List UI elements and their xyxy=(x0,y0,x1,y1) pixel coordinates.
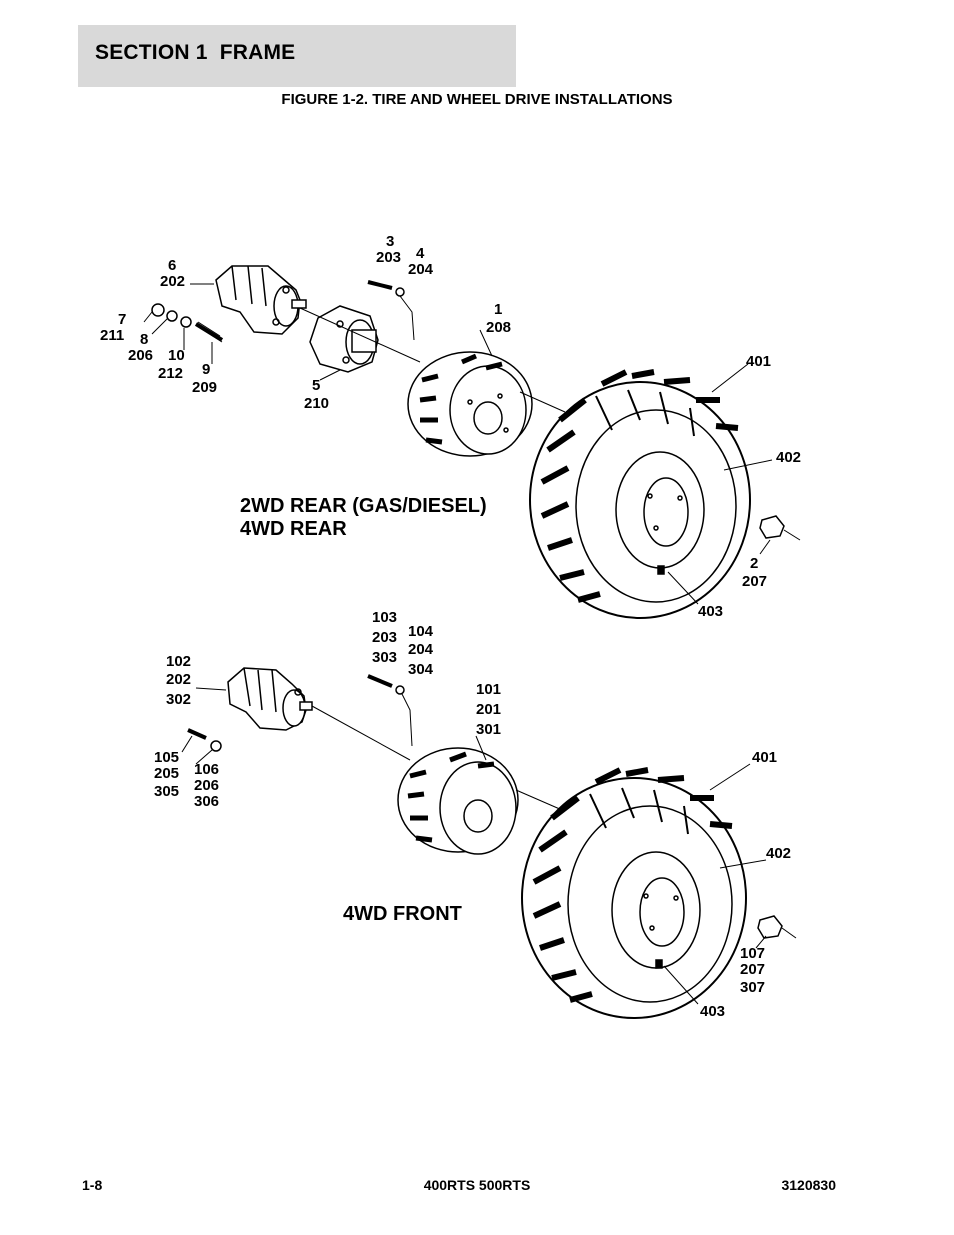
callout: 303 xyxy=(372,649,397,666)
callout: 202 xyxy=(160,273,185,290)
callout: 5 xyxy=(312,377,320,394)
front-bolt-103 xyxy=(367,674,393,688)
front-wheel-hub xyxy=(397,747,519,855)
rear-washer-10 xyxy=(180,316,192,328)
front-caption: 4WD FRONT xyxy=(343,903,462,925)
callout: 206 xyxy=(128,347,153,364)
callout: 302 xyxy=(166,691,191,708)
rear-bolt-3 xyxy=(367,280,393,290)
callout: 403 xyxy=(700,1003,725,1020)
callout: 2 xyxy=(750,555,758,572)
callout: 8 xyxy=(140,331,148,348)
rear-nut-7 xyxy=(151,303,165,317)
front-bolt-105 xyxy=(187,728,207,740)
callout: 202 xyxy=(166,671,191,688)
callout: 206 xyxy=(194,777,219,794)
front-lug-nut-107 xyxy=(757,915,783,939)
callout: 103 xyxy=(372,609,397,626)
section-title: SECTION 1 FRAME xyxy=(95,41,296,64)
footer-model: 400RTS 500RTS xyxy=(423,1177,531,1193)
front-tire xyxy=(521,767,747,1019)
rear-valve-stem-403 xyxy=(657,565,665,575)
rear-tire xyxy=(529,369,751,619)
callout: 403 xyxy=(698,603,723,620)
callout: 207 xyxy=(742,573,767,590)
callout: 306 xyxy=(194,793,219,810)
callout: 6 xyxy=(168,257,176,274)
callout: 1 xyxy=(494,301,502,318)
callout: 209 xyxy=(192,379,217,396)
callout: 304 xyxy=(408,661,434,678)
front-washer-106 xyxy=(210,740,222,752)
callout: 203 xyxy=(372,629,397,646)
front-assembly xyxy=(181,667,797,1019)
rear-washer-8 xyxy=(166,310,178,322)
callout: 401 xyxy=(746,353,771,370)
front-valve-stem-403 xyxy=(655,959,663,969)
page-number: 1-8 xyxy=(82,1177,103,1193)
rear-callouts: 6 202 3 203 4 204 7 211 8 206 10 212 9 2… xyxy=(100,233,801,620)
callout: 205 xyxy=(154,765,179,782)
rear-drive-motor xyxy=(215,265,307,335)
callout: 212 xyxy=(158,365,183,382)
callout: 402 xyxy=(776,449,801,466)
callout: 10 xyxy=(168,347,185,364)
front-drive-motor xyxy=(227,667,313,731)
callout: 3 xyxy=(386,233,394,250)
callout: 204 xyxy=(408,641,434,658)
callout: 210 xyxy=(304,395,329,412)
rear-washer-4 xyxy=(395,287,405,297)
section-header-band xyxy=(78,25,516,87)
callout: 107 xyxy=(740,945,765,962)
figure-title: FIGURE 1-2. TIRE AND WHEEL DRIVE INSTALL… xyxy=(281,91,673,108)
callout: 211 xyxy=(100,327,124,344)
rear-brake-coupler xyxy=(309,305,379,373)
callout: 104 xyxy=(408,623,434,640)
rear-assembly xyxy=(143,265,801,619)
footer-doc-number: 3120830 xyxy=(781,1177,836,1193)
callout: 402 xyxy=(766,845,791,862)
callout: 105 xyxy=(154,749,179,766)
callout: 101 xyxy=(476,681,501,698)
rear-caption-line2: 4WD REAR xyxy=(240,518,347,540)
rear-caption-line1: 2WD REAR (GAS/DIESEL) xyxy=(240,495,487,517)
callout: 207 xyxy=(740,961,765,978)
callout: 201 xyxy=(476,701,501,718)
callout: 4 xyxy=(416,245,425,262)
front-callouts: 103 203 303 104 204 304 102 202 302 101 … xyxy=(154,609,791,1020)
rear-lug-nut-2 xyxy=(759,515,785,539)
callout: 106 xyxy=(194,761,219,778)
callout: 208 xyxy=(486,319,511,336)
callout: 203 xyxy=(376,249,401,266)
callout: 204 xyxy=(408,261,434,278)
callout: 307 xyxy=(740,979,765,996)
rear-bolt-9 xyxy=(194,321,224,343)
callout: 9 xyxy=(202,361,210,378)
rear-wheel-hub xyxy=(407,351,533,457)
front-washer-104 xyxy=(395,685,405,695)
callout: 301 xyxy=(476,721,501,738)
callout: 102 xyxy=(166,653,191,670)
callout: 305 xyxy=(154,783,179,800)
callout: 401 xyxy=(752,749,777,766)
callout: 7 xyxy=(118,311,126,328)
